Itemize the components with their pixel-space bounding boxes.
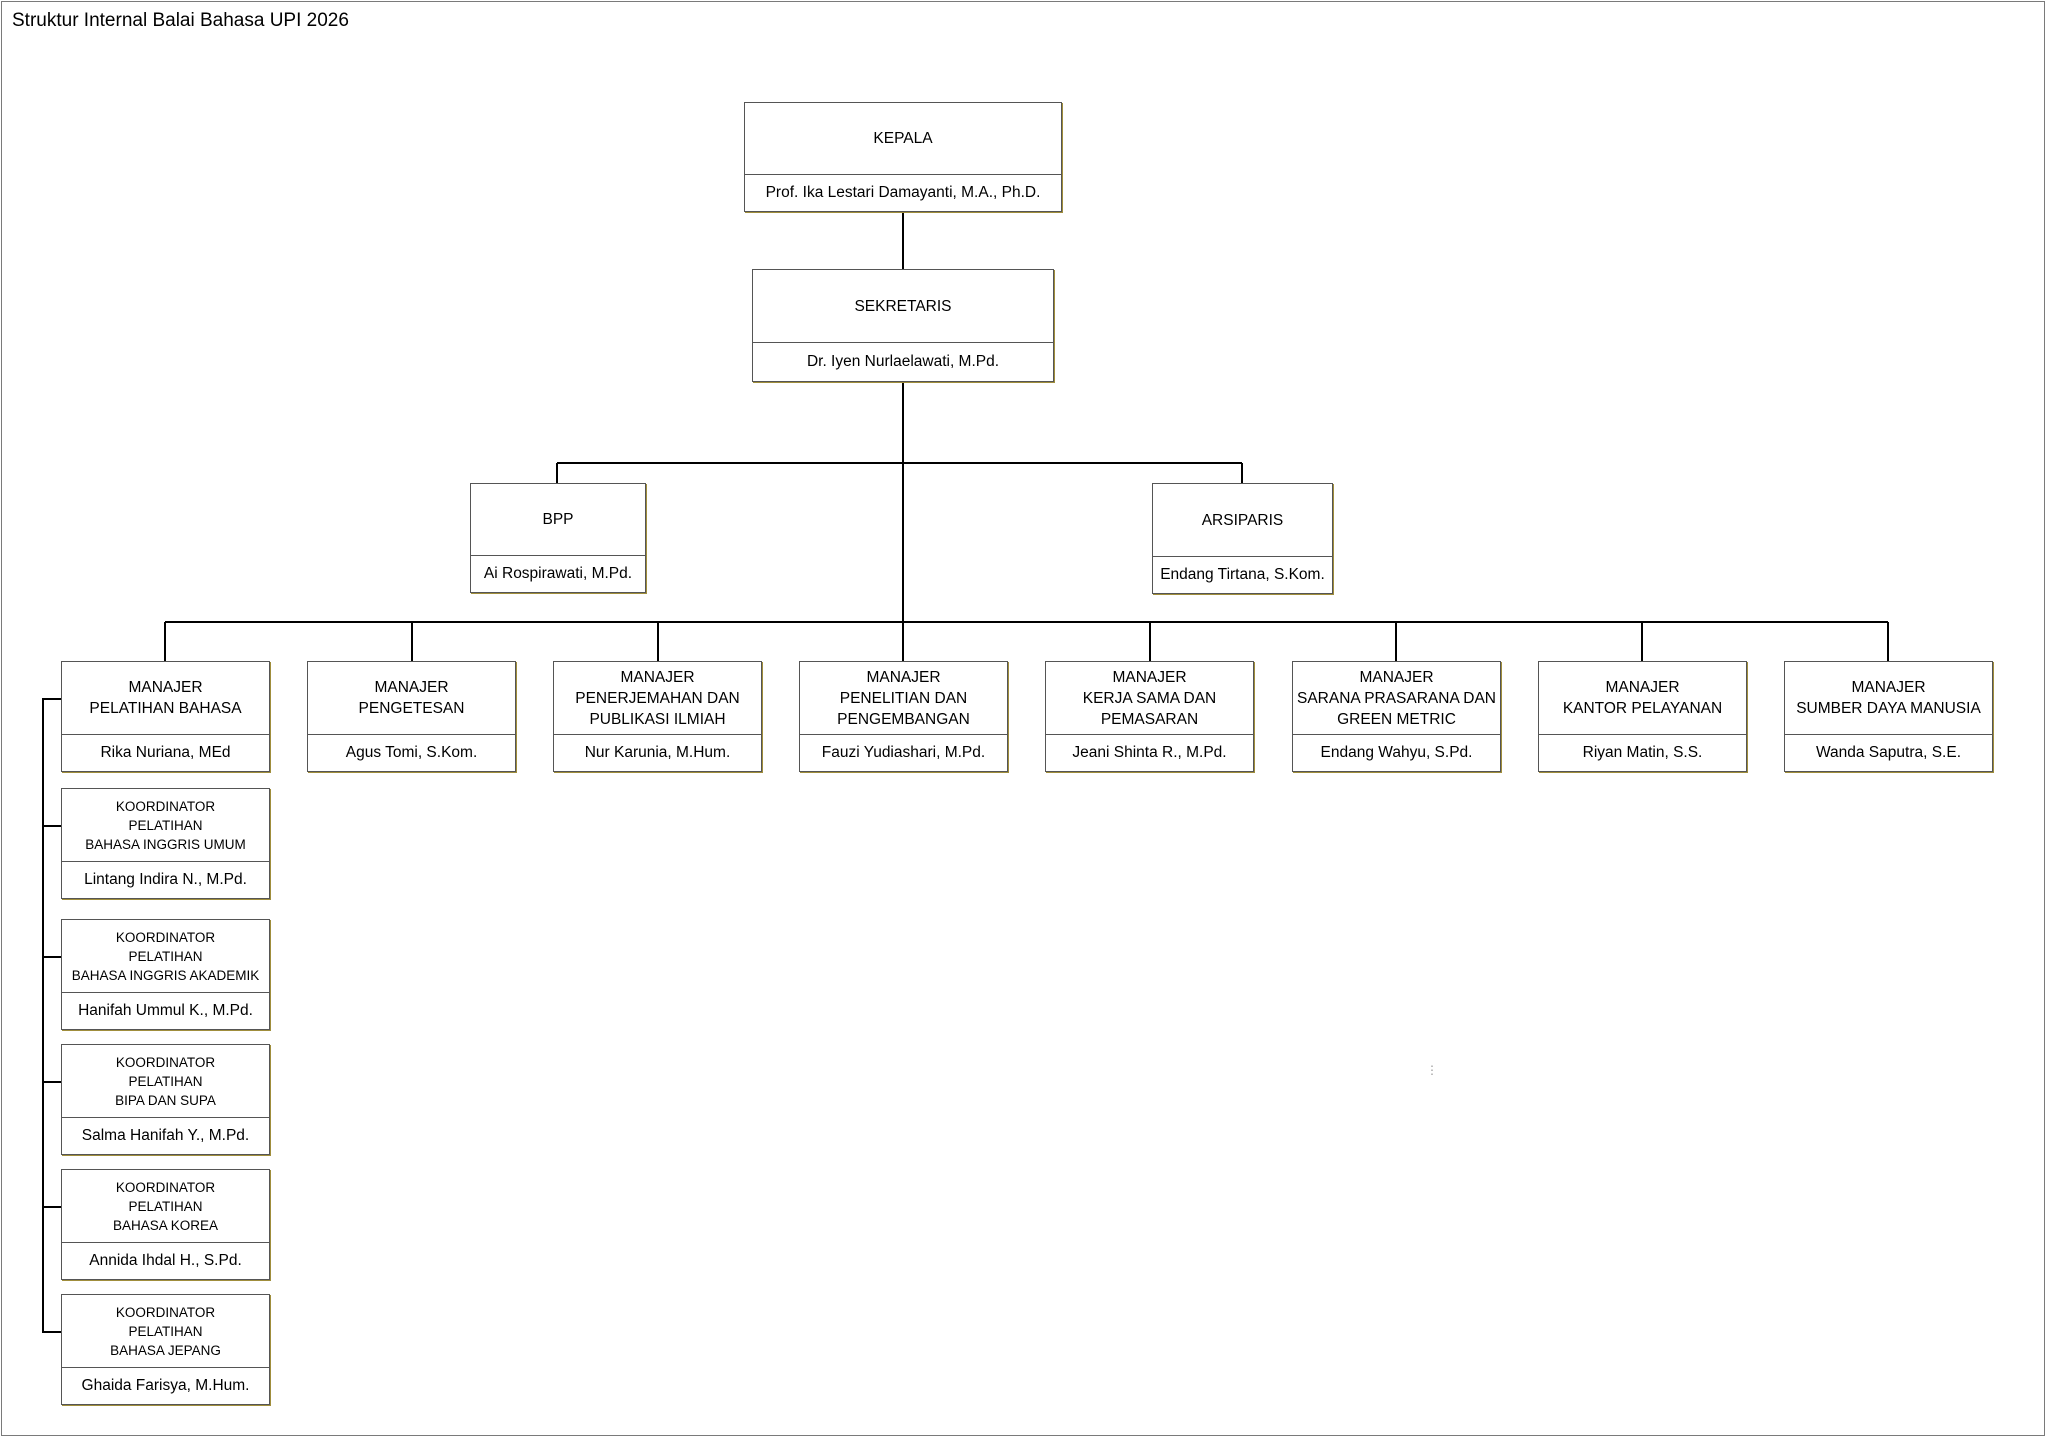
role-line: PENELITIAN DAN bbox=[839, 689, 968, 707]
box-name: Jeani Shinta R., M.Pd. bbox=[1046, 734, 1253, 771]
box-name: Fauzi Yudiashari, M.Pd. bbox=[800, 734, 1007, 771]
role-line: KANTOR PELAYANAN bbox=[1562, 700, 1723, 717]
role-line: PELATIHAN bbox=[128, 1323, 203, 1339]
box-name: Lintang Indira N., M.Pd. bbox=[62, 861, 269, 898]
role-line: KOORDINATOR bbox=[115, 1179, 216, 1195]
role-line: MANAJER bbox=[1359, 668, 1434, 686]
role-line: KERJA SAMA DAN bbox=[1082, 689, 1217, 707]
role-line: MANAJER bbox=[374, 679, 449, 696]
role-line: KOORDINATOR bbox=[115, 798, 216, 814]
box-manager-penelitian: MANAJER PENELITIAN DAN PENGEMBANGAN Fauz… bbox=[799, 661, 1008, 772]
box-koordinator-inggris-umum: KOORDINATOR PELATIHAN BAHASA INGGRIS UMU… bbox=[61, 788, 270, 899]
role-line: BAHASA INGGRIS AKADEMIK bbox=[71, 967, 260, 983]
role-line: PELATIHAN bbox=[128, 1073, 203, 1089]
role-line: PENERJEMAHAN DAN bbox=[575, 689, 740, 707]
resize-handle-dots: ⋮ bbox=[1426, 1063, 1438, 1077]
role-line: KEPALA bbox=[873, 130, 933, 147]
box-role: KOORDINATOR PELATIHAN BAHASA INGGRIS UMU… bbox=[62, 789, 269, 861]
box-role: KOORDINATOR PELATIHAN BAHASA INGGRIS AKA… bbox=[62, 920, 269, 992]
role-line: PENGETESAN bbox=[358, 700, 465, 717]
box-name: Rika Nuriana, MEd bbox=[62, 734, 269, 771]
role-line: MANAJER bbox=[1851, 679, 1926, 696]
box-manager-kantor-pelayanan: MANAJER KANTOR PELAYANAN Riyan Matin, S.… bbox=[1538, 661, 1747, 772]
box-name: Ai Rospirawati, M.Pd. bbox=[471, 555, 645, 592]
box-role: MANAJER PENELITIAN DAN PENGEMBANGAN bbox=[800, 662, 1007, 734]
box-kepala: KEPALA Prof. Ika Lestari Damayanti, M.A.… bbox=[744, 102, 1062, 212]
box-role: MANAJER PENGETESAN bbox=[308, 662, 515, 734]
box-name: Hanifah Ummul K., M.Pd. bbox=[62, 992, 269, 1029]
box-name: Nur Karunia, M.Hum. bbox=[554, 734, 761, 771]
box-role: MANAJER KERJA SAMA DAN PEMASARAN bbox=[1046, 662, 1253, 734]
box-manager-kerja-sama: MANAJER KERJA SAMA DAN PEMASARAN Jeani S… bbox=[1045, 661, 1254, 772]
role-line: PENGEMBANGAN bbox=[837, 710, 970, 728]
box-role: MANAJER PELATIHAN BAHASA bbox=[62, 662, 269, 734]
role-line: BPP bbox=[542, 511, 574, 528]
role-line: SARANA PRASARANA DAN bbox=[1297, 689, 1496, 707]
box-role: SEKRETARIS bbox=[753, 270, 1053, 342]
box-role: BPP bbox=[471, 484, 645, 555]
box-name: Wanda Saputra, S.E. bbox=[1785, 734, 1992, 771]
role-line: KOORDINATOR bbox=[115, 1054, 216, 1070]
box-role: KEPALA bbox=[745, 103, 1061, 174]
box-role: KOORDINATOR PELATIHAN BAHASA KOREA bbox=[62, 1170, 269, 1242]
role-line: SEKRETARIS bbox=[854, 297, 952, 315]
box-name: Dr. Iyen Nurlaelawati, M.Pd. bbox=[753, 342, 1053, 381]
role-line: KOORDINATOR bbox=[115, 929, 216, 945]
role-line: MANAJER bbox=[1605, 679, 1680, 696]
box-role: MANAJER SUMBER DAYA MANUSIA bbox=[1785, 662, 1992, 734]
role-line: MANAJER bbox=[1112, 668, 1187, 686]
role-line: MANAJER bbox=[128, 679, 203, 696]
role-line: PELATIHAN bbox=[128, 817, 203, 833]
box-manager-penerjemahan: MANAJER PENERJEMAHAN DAN PUBLIKASI ILMIA… bbox=[553, 661, 762, 772]
role-line: BIPA DAN SUPA bbox=[115, 1092, 216, 1108]
box-name: Annida Ihdal H., S.Pd. bbox=[62, 1242, 269, 1279]
role-line: GREEN METRIC bbox=[1337, 710, 1456, 728]
box-name: Endang Wahyu, S.Pd. bbox=[1293, 734, 1500, 771]
box-manager-pengetesan: MANAJER PENGETESAN Agus Tomi, S.Kom. bbox=[307, 661, 516, 772]
role-line: PUBLIKASI ILMIAH bbox=[589, 710, 726, 728]
box-name: Endang Tirtana, S.Kom. bbox=[1153, 556, 1332, 593]
box-manager-sdm: MANAJER SUMBER DAYA MANUSIA Wanda Saputr… bbox=[1784, 661, 1993, 772]
box-name: Agus Tomi, S.Kom. bbox=[308, 734, 515, 771]
box-koordinator-inggris-akademik: KOORDINATOR PELATIHAN BAHASA INGGRIS AKA… bbox=[61, 919, 270, 1030]
box-role: MANAJER KANTOR PELAYANAN bbox=[1539, 662, 1746, 734]
role-line: PEMASARAN bbox=[1100, 710, 1199, 728]
role-line: MANAJER bbox=[620, 668, 695, 686]
box-koordinator-jepang: KOORDINATOR PELATIHAN BAHASA JEPANG Ghai… bbox=[61, 1294, 270, 1405]
page-title: Struktur Internal Balai Bahasa UPI 2026 bbox=[12, 10, 349, 31]
connector-coordinator-spine bbox=[42, 698, 61, 1333]
role-line: PELATIHAN bbox=[128, 1198, 203, 1214]
box-koordinator-bipa-supa: KOORDINATOR PELATIHAN BIPA DAN SUPA Salm… bbox=[61, 1044, 270, 1155]
role-line: MANAJER bbox=[866, 668, 941, 686]
box-sekretaris: SEKRETARIS Dr. Iyen Nurlaelawati, M.Pd. bbox=[752, 269, 1054, 382]
box-name: Riyan Matin, S.S. bbox=[1539, 734, 1746, 771]
box-name: Ghaida Farisya, M.Hum. bbox=[62, 1367, 269, 1404]
box-koordinator-korea: KOORDINATOR PELATIHAN BAHASA KOREA Annid… bbox=[61, 1169, 270, 1280]
role-line: BAHASA KOREA bbox=[112, 1217, 219, 1233]
role-line: BAHASA JEPANG bbox=[110, 1342, 221, 1358]
box-role: KOORDINATOR PELATIHAN BAHASA JEPANG bbox=[62, 1295, 269, 1367]
role-line: PELATIHAN bbox=[128, 948, 203, 964]
box-role: KOORDINATOR PELATIHAN BIPA DAN SUPA bbox=[62, 1045, 269, 1117]
box-name: Salma Hanifah Y., M.Pd. bbox=[62, 1117, 269, 1154]
role-line: PELATIHAN BAHASA bbox=[89, 700, 242, 717]
role-line: BAHASA INGGRIS UMUM bbox=[85, 836, 246, 852]
role-line: KOORDINATOR bbox=[115, 1304, 216, 1320]
role-line: SUMBER DAYA MANUSIA bbox=[1796, 700, 1981, 717]
box-role: MANAJER SARANA PRASARANA DAN GREEN METRI… bbox=[1293, 662, 1500, 734]
box-arsiparis: ARSIPARIS Endang Tirtana, S.Kom. bbox=[1152, 483, 1333, 594]
box-manager-pelatihan-bahasa: MANAJER PELATIHAN BAHASA Rika Nuriana, M… bbox=[61, 661, 270, 772]
role-line: ARSIPARIS bbox=[1201, 511, 1284, 529]
box-role: ARSIPARIS bbox=[1153, 484, 1332, 556]
box-role: MANAJER PENERJEMAHAN DAN PUBLIKASI ILMIA… bbox=[554, 662, 761, 734]
box-bpp: BPP Ai Rospirawati, M.Pd. bbox=[470, 483, 646, 593]
box-manager-sarana-prasarana: MANAJER SARANA PRASARANA DAN GREEN METRI… bbox=[1292, 661, 1501, 772]
box-name: Prof. Ika Lestari Damayanti, M.A., Ph.D. bbox=[745, 174, 1061, 211]
